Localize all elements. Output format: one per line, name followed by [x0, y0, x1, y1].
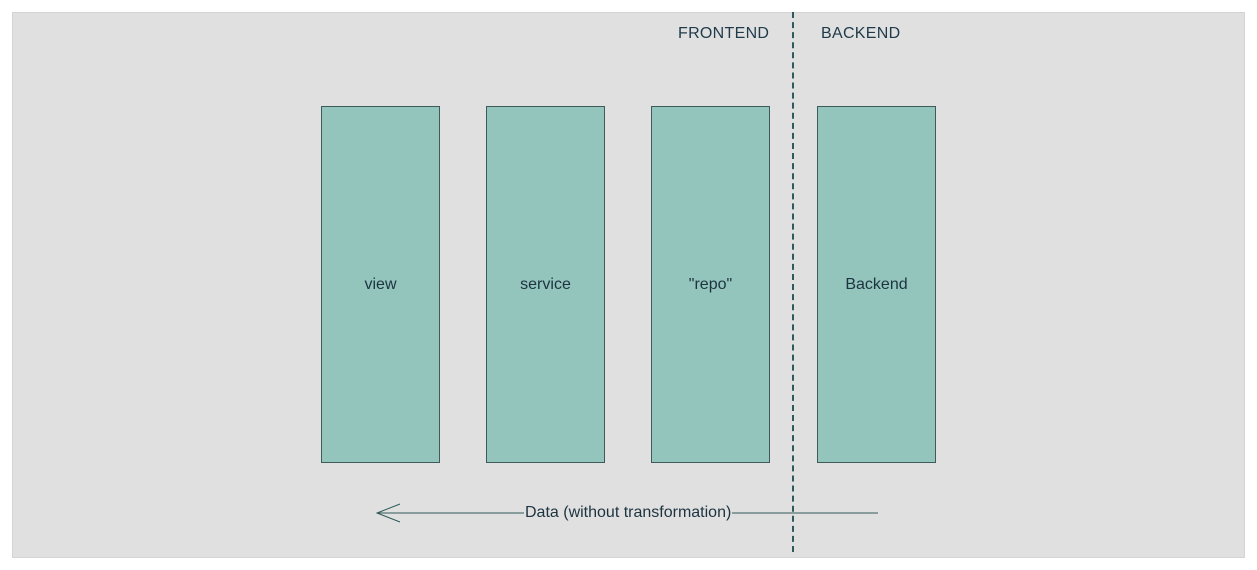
backend-box: Backend — [817, 106, 936, 463]
backend-box-label: Backend — [845, 275, 908, 293]
frontend-backend-divider — [792, 12, 794, 552]
data-flow-label: Data (without transformation) — [524, 504, 733, 522]
service-box: service — [486, 106, 605, 463]
service-box-label: service — [520, 275, 571, 293]
diagram-canvas — [12, 12, 1245, 558]
backend-region-label: BACKEND — [821, 25, 901, 42]
view-box-label: view — [364, 275, 397, 293]
view-box: view — [321, 106, 440, 463]
repo-box: "repo" — [651, 106, 770, 463]
frontend-region-label: FRONTEND — [678, 25, 770, 42]
repo-box-label: "repo" — [688, 275, 733, 293]
